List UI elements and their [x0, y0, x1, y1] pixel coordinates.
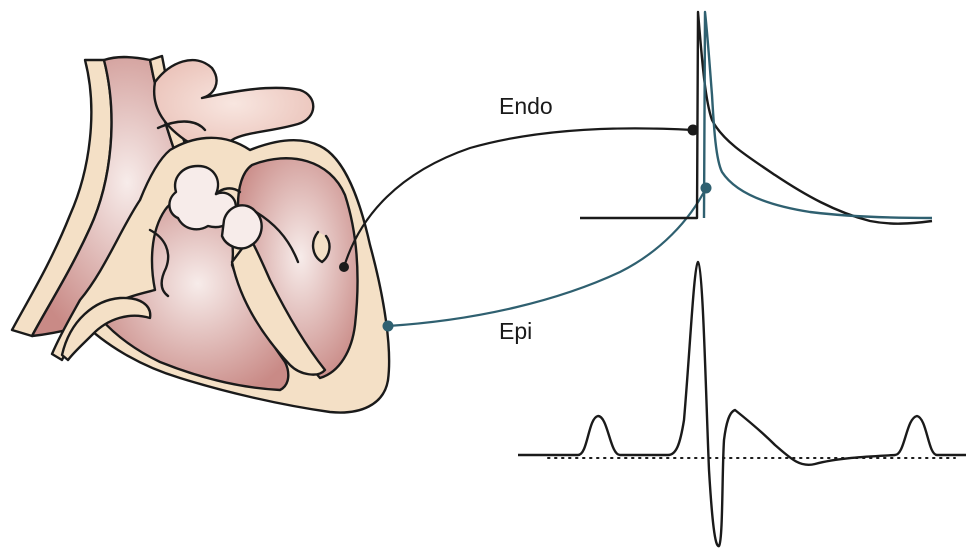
papillary-muscle: [313, 232, 329, 262]
ecg-trace: [518, 262, 966, 546]
epi-label: Epi: [499, 318, 532, 344]
endo-connector-line: [344, 128, 693, 267]
ecg-panel: [518, 262, 966, 546]
endo-action-potential-trace: [580, 12, 932, 224]
action-potential-panel: [580, 12, 932, 224]
epi-action-potential-trace: [704, 12, 932, 218]
pulmonary-vessel: [154, 60, 313, 147]
epi-marker-dot: [383, 321, 394, 332]
endo-marker-dot: [339, 262, 349, 272]
epi-connector-line: [388, 188, 706, 326]
endo-label: Endo: [499, 93, 553, 119]
heart-illustration: [12, 56, 389, 413]
epi-trace-dot: [701, 183, 712, 194]
